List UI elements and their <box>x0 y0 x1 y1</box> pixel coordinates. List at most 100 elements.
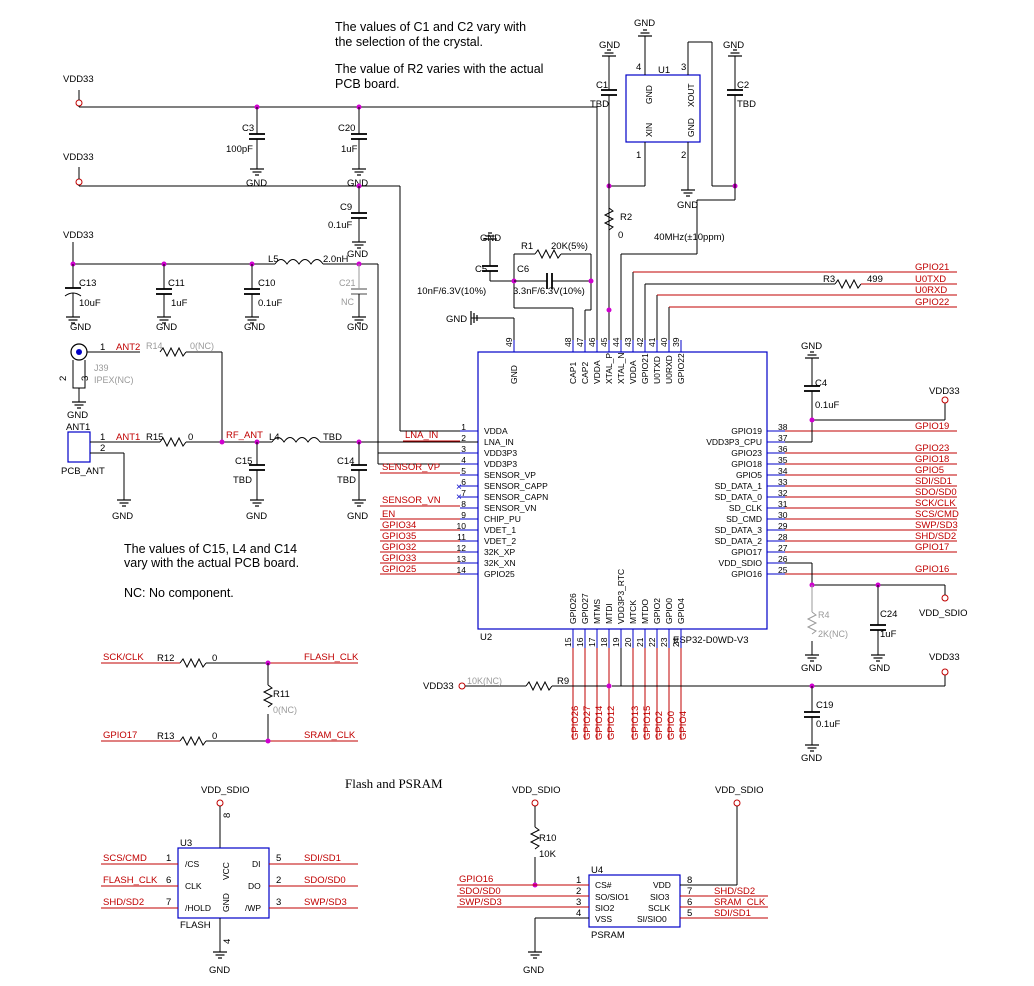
svg-text:1: 1 <box>166 853 171 864</box>
svg-text:30: 30 <box>778 510 788 520</box>
svg-text:SIO2: SIO2 <box>595 903 615 913</box>
svg-text:U3: U3 <box>180 838 192 849</box>
svg-text:SDO/SD0: SDO/SD0 <box>915 487 957 498</box>
svg-text:29: 29 <box>778 521 788 531</box>
svg-text:VDDA: VDDA <box>484 426 508 436</box>
svg-text:6: 6 <box>461 477 466 487</box>
svg-text:RF_ANT: RF_ANT <box>226 430 263 441</box>
svg-text:SENSOR_CAPN: SENSOR_CAPN <box>484 492 548 502</box>
svg-text:VDET_1: VDET_1 <box>484 525 516 535</box>
svg-text:VDDA: VDDA <box>592 360 602 384</box>
svg-text:20: 20 <box>623 637 633 647</box>
esp32-bottom-pins: 15GPIO2616GPIO2717MTMS18MTDI19VDD3P3_RTC… <box>563 569 686 648</box>
svg-text:SD_DATA_3: SD_DATA_3 <box>715 525 763 535</box>
svg-text:GPIO16: GPIO16 <box>915 564 949 575</box>
svg-text:VDD33: VDD33 <box>63 152 94 163</box>
svg-text:C5: C5 <box>475 264 487 275</box>
svg-text:C15: C15 <box>235 456 252 467</box>
svg-text:6: 6 <box>687 897 692 908</box>
svg-text:C6: C6 <box>517 264 529 275</box>
svg-text:SO/SIO1: SO/SIO1 <box>595 892 629 902</box>
svg-text:GND: GND <box>523 965 544 976</box>
note-r2-line2: PCB board. <box>335 77 400 91</box>
svg-text:R15: R15 <box>146 432 163 443</box>
svg-text:VCC: VCC <box>221 862 231 880</box>
svg-text:33: 33 <box>778 477 788 487</box>
svg-text:1: 1 <box>461 422 466 432</box>
vdd33-rail-2: VDD33 <box>63 152 478 432</box>
svg-text:R11: R11 <box>273 689 290 700</box>
svg-text:GPIO5: GPIO5 <box>915 465 944 476</box>
svg-text:SHD/SD2: SHD/SD2 <box>714 886 755 897</box>
svg-text:100pF: 100pF <box>226 144 253 155</box>
svg-text:SD_DATA_1: SD_DATA_1 <box>715 481 763 491</box>
svg-text:MTMS: MTMS <box>592 599 602 624</box>
svg-text:0(NC): 0(NC) <box>190 341 214 351</box>
c2: GND C2 TBD <box>620 40 756 340</box>
svg-text:2: 2 <box>576 886 581 897</box>
svg-text:R4: R4 <box>818 610 830 620</box>
svg-text:1uF: 1uF <box>341 144 358 155</box>
svg-text:5: 5 <box>461 466 466 476</box>
svg-text:8: 8 <box>687 875 692 886</box>
svg-text:GPIO4: GPIO4 <box>676 598 686 624</box>
r1-c6: R1 20K(5%) C6 3.3nF/6.3V(10%) <box>513 241 594 340</box>
svg-text:6: 6 <box>166 875 171 886</box>
svg-text:GND: GND <box>112 511 133 522</box>
svg-text:VDD3P3: VDD3P3 <box>484 459 517 469</box>
svg-text:16: 16 <box>575 637 585 647</box>
svg-text:GND: GND <box>599 40 620 51</box>
svg-text:GND: GND <box>156 322 177 333</box>
svg-text:C14: C14 <box>337 456 354 467</box>
svg-text:GND: GND <box>677 200 698 211</box>
svg-text:23: 23 <box>659 637 669 647</box>
svg-text:SCK/CLK: SCK/CLK <box>915 498 956 509</box>
svg-text:45: 45 <box>599 337 609 347</box>
svg-text:VDD3P3_CPU: VDD3P3_CPU <box>706 437 762 447</box>
svg-text:PCB_ANT: PCB_ANT <box>61 466 105 477</box>
svg-text:R3: R3 <box>823 274 835 285</box>
svg-text:VDD_SDIO: VDD_SDIO <box>201 785 250 796</box>
svg-text:GPIO17: GPIO17 <box>915 542 949 553</box>
svg-text:VDET_2: VDET_2 <box>484 536 516 546</box>
svg-text:40: 40 <box>659 337 669 347</box>
svg-text:GPIO32: GPIO32 <box>382 542 416 553</box>
svg-text:R14: R14 <box>146 341 163 351</box>
svg-text:0: 0 <box>188 432 193 443</box>
svg-text:J39: J39 <box>94 363 109 373</box>
svg-text:EN: EN <box>382 509 395 520</box>
svg-text:C13: C13 <box>79 278 96 289</box>
svg-text:U0TXD: U0TXD <box>915 274 946 285</box>
r2: R2 0 <box>603 186 632 313</box>
svg-text:GND: GND <box>221 893 231 912</box>
svg-text:32K_XN: 32K_XN <box>484 558 516 568</box>
svg-text:SDI/SD1: SDI/SD1 <box>304 853 341 864</box>
svg-text:2: 2 <box>58 376 69 381</box>
note-pcb-line1: The values of C15, L4 and C14 <box>124 542 297 556</box>
svg-text:GPIO26: GPIO26 <box>570 706 581 740</box>
c15: C15 TBD GND <box>233 442 267 522</box>
svg-text:0.1uF: 0.1uF <box>258 298 282 309</box>
svg-text:GPIO22: GPIO22 <box>676 353 686 384</box>
svg-text:R10: R10 <box>539 833 556 844</box>
svg-text:R1: R1 <box>521 241 533 252</box>
svg-text:GND: GND <box>446 314 467 325</box>
svg-text:GPIO15: GPIO15 <box>642 706 653 740</box>
svg-text:GND: GND <box>480 233 501 244</box>
svg-text:SHD/SD2: SHD/SD2 <box>103 897 144 908</box>
svg-text:ESP32-D0WD-V3: ESP32-D0WD-V3 <box>673 635 749 646</box>
svg-text:MTDO: MTDO <box>640 599 650 624</box>
esp32-pin-1: 1 VDDA <box>460 422 508 436</box>
